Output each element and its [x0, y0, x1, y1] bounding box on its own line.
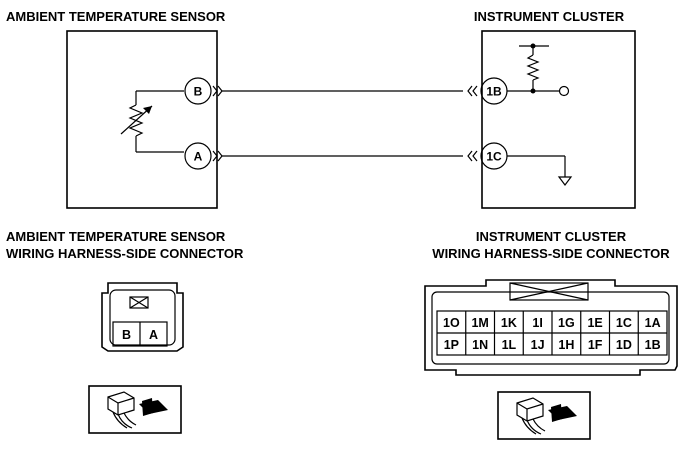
cavity-1f: 1F [588, 338, 603, 352]
cluster-connector-title-line2: WIRING HARNESS-SIDE CONNECTOR [432, 246, 670, 261]
cavity-1k: 1K [501, 316, 517, 330]
cavity-1e: 1E [587, 316, 602, 330]
svg-text:B: B [194, 85, 203, 99]
cluster-title: INSTRUMENT CLUSTER [474, 9, 625, 24]
sensor-connector-title-line2: WIRING HARNESS-SIDE CONNECTOR [6, 246, 244, 261]
cavity-1c: 1C [616, 316, 632, 330]
cluster-box [481, 30, 636, 209]
sensor-title: AMBIENT TEMPERATURE SENSOR [6, 9, 226, 24]
sensor-connector-face: B A [101, 282, 184, 352]
sensor-connector-title-line1: AMBIENT TEMPERATURE SENSOR [6, 229, 226, 244]
cavity-1l: 1L [502, 338, 517, 352]
cavity-1a: 1A [645, 316, 661, 330]
connector-view-icon [88, 385, 182, 434]
cavity-1b: 1B [645, 338, 661, 352]
sensor-cavity-b: B [122, 328, 131, 342]
ground-symbol [507, 155, 573, 186]
cavity-1m: 1M [471, 316, 488, 330]
cavity-1o: 1O [443, 316, 460, 330]
cluster-connector-chevrons [467, 85, 478, 162]
svg-text:A: A [194, 150, 203, 164]
cavity-1j: 1J [531, 338, 545, 352]
pullup-resistor-circuit [507, 43, 570, 97]
sensor-pin-b: B [184, 77, 212, 105]
cavity-1h: 1H [558, 338, 574, 352]
cavity-1g: 1G [558, 316, 575, 330]
sensor-cavity-a: A [149, 328, 158, 342]
cluster-pin-1b: 1B [480, 77, 508, 105]
sensor-box [66, 30, 218, 209]
thermistor-symbol [120, 90, 184, 153]
svg-text:1B: 1B [486, 85, 502, 99]
cavity-1i: 1I [532, 316, 542, 330]
cluster-connector-cavity-grid: 1O 1M 1K 1I 1G 1E 1C 1A 1P 1N 1L 1J 1H 1F 1D 1B [443, 311, 661, 355]
svg-text:1C: 1C [486, 150, 502, 164]
sensor-pin-a: A [184, 142, 212, 170]
cavity-1n: 1N [472, 338, 488, 352]
cluster-connector-face [424, 279, 678, 376]
cluster-connector-title-line1: INSTRUMENT CLUSTER [476, 229, 627, 244]
connector-view-icon [497, 391, 591, 440]
cavity-1p: 1P [444, 338, 459, 352]
cavity-1d: 1D [616, 338, 632, 352]
cluster-pin-1c: 1C [480, 142, 508, 170]
